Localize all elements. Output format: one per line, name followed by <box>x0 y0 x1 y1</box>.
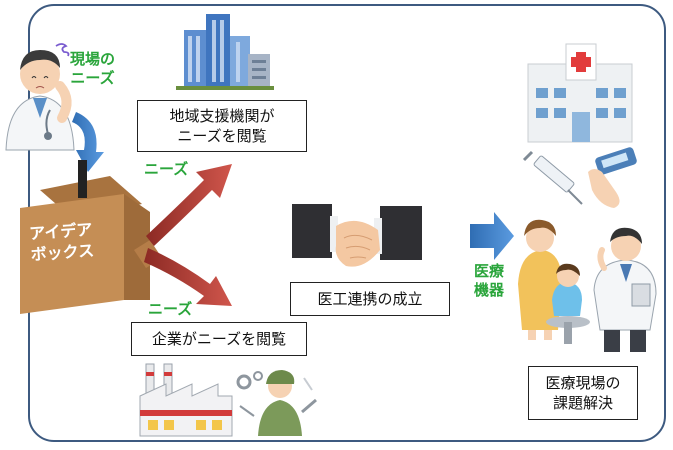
blue-right-arrow <box>470 212 514 260</box>
office-buildings-icon <box>176 14 274 90</box>
needs-label-bottom: ニーズ <box>148 300 193 318</box>
support-org-line2: ニーズを閲覧 <box>177 127 267 145</box>
idea-box-icon <box>20 160 162 314</box>
field-needs-line1: 現場の <box>70 50 116 68</box>
field-needs-line2: ニーズ <box>70 68 115 87</box>
handshake-icon <box>292 204 422 267</box>
worker-with-tools-icon <box>236 370 317 436</box>
idea-box-line2: ボックス <box>30 240 95 264</box>
hospital-icon <box>527 43 633 143</box>
medical-devices-line2: 機器 <box>474 280 505 299</box>
support-org-box: 地域支援機関が ニーズを閲覧 <box>137 100 307 152</box>
factory-icon <box>139 363 233 437</box>
syringe-icon <box>522 150 583 205</box>
needs-label-top: ニーズ <box>144 160 189 178</box>
companies-box: 企業がニーズを閲覧 <box>131 322 307 356</box>
collaboration-box: 医工連携の成立 <box>290 282 450 316</box>
worried-doctor-icon <box>5 43 75 151</box>
solution-line1: 医療現場の <box>545 373 621 392</box>
solution-box: 医療現場の 課題解決 <box>528 366 638 420</box>
idea-box-label: アイデア ボックス <box>29 220 95 266</box>
doctor-icon <box>593 227 657 352</box>
medical-devices-line1: 医療 <box>474 262 505 280</box>
field-needs-label: 現場の ニーズ <box>70 50 115 88</box>
support-org-line1: 地域支援機関が <box>169 106 275 125</box>
blue-curved-arrow <box>72 112 104 172</box>
pulse-oximeter-icon <box>588 147 637 208</box>
red-arrow-down <box>144 248 232 306</box>
medical-devices-label: 医療 機器 <box>474 262 504 300</box>
solution-line2: 課題解決 <box>552 394 613 412</box>
patient-family-icon <box>518 219 590 344</box>
red-arrow-up <box>146 164 232 246</box>
